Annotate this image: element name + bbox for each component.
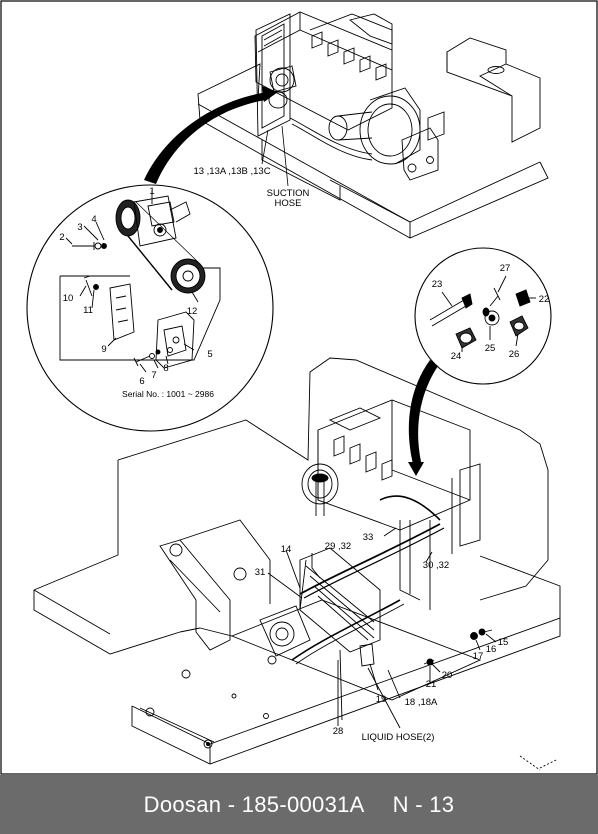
detail-circle-compressor [26, 184, 274, 432]
callout-30-32: 30 ,32 [423, 560, 449, 571]
detail-circle-fittings [414, 247, 552, 385]
serial-number-note: Serial No. : 1001 ~ 2986 [122, 389, 214, 399]
fittings-callouts: 22 23 24 25 26 27 [432, 263, 550, 362]
callout-25: 25 [485, 343, 496, 354]
callout-22: 22 [539, 294, 550, 305]
bottom-machine-assembly [33, 357, 561, 771]
callout-3: 3 [77, 222, 82, 233]
callout-29-32: 29 ,32 [325, 541, 351, 552]
footer-part-number: Doosan - 185-00031A [143, 791, 365, 817]
callout-28: 28 [333, 726, 344, 737]
callout-26: 26 [509, 349, 520, 360]
callout-9: 9 [101, 344, 106, 355]
exploded-parts-drawing: 1 2 3 4 5 6 7 8 9 10 11 12 Serial No. : … [0, 0, 598, 775]
compressor-detail [59, 190, 221, 373]
suction-hose-label-2: HOSE [275, 198, 302, 209]
callout-1: 1 [149, 186, 154, 197]
callout-21: 21 [426, 679, 437, 690]
compressor-callouts: 1 2 3 4 5 6 7 8 9 10 11 12 Serial No. : … [59, 186, 214, 399]
callout-15: 15 [498, 637, 509, 648]
footer-page-number: N - 13 [392, 791, 455, 817]
callout-33: 33 [363, 532, 374, 543]
fittings-detail [429, 275, 536, 352]
callout-10: 10 [63, 293, 74, 304]
callout-11: 11 [83, 305, 93, 316]
callout-4: 4 [91, 214, 96, 225]
detail-pointer-right [408, 360, 438, 468]
callout-18-18a: 18 ,18A [405, 697, 438, 708]
callout-20: 20 [442, 670, 453, 681]
callout-7: 7 [151, 370, 156, 381]
callout-6: 6 [139, 376, 144, 387]
callout-31: 31 [255, 567, 266, 578]
callout-13: 13 ,13A ,13B ,13C [193, 166, 270, 177]
callout-19: 19 [376, 694, 387, 705]
callout-27: 27 [500, 263, 511, 274]
callout-14: 14 [281, 544, 292, 555]
callout-17: 17 [473, 651, 484, 662]
suction-hose-label-1: SUCTION [267, 188, 310, 199]
assembly-callouts: 14 29 ,32 31 33 30 ,32 15 16 17 20 21 19… [255, 532, 509, 743]
callout-12: 12 [187, 306, 198, 317]
footer-bar: Doosan - 185-00031A N - 13 [0, 775, 598, 834]
callout-5: 5 [207, 349, 212, 360]
liquid-hose-label: LIQUID HOSE(2) [362, 732, 435, 743]
callout-2: 2 [59, 232, 64, 243]
detail-pointer-top [144, 92, 270, 184]
callout-8: 8 [163, 363, 168, 374]
callout-24: 24 [451, 351, 462, 362]
callout-23: 23 [432, 279, 443, 290]
callout-16: 16 [486, 644, 497, 655]
